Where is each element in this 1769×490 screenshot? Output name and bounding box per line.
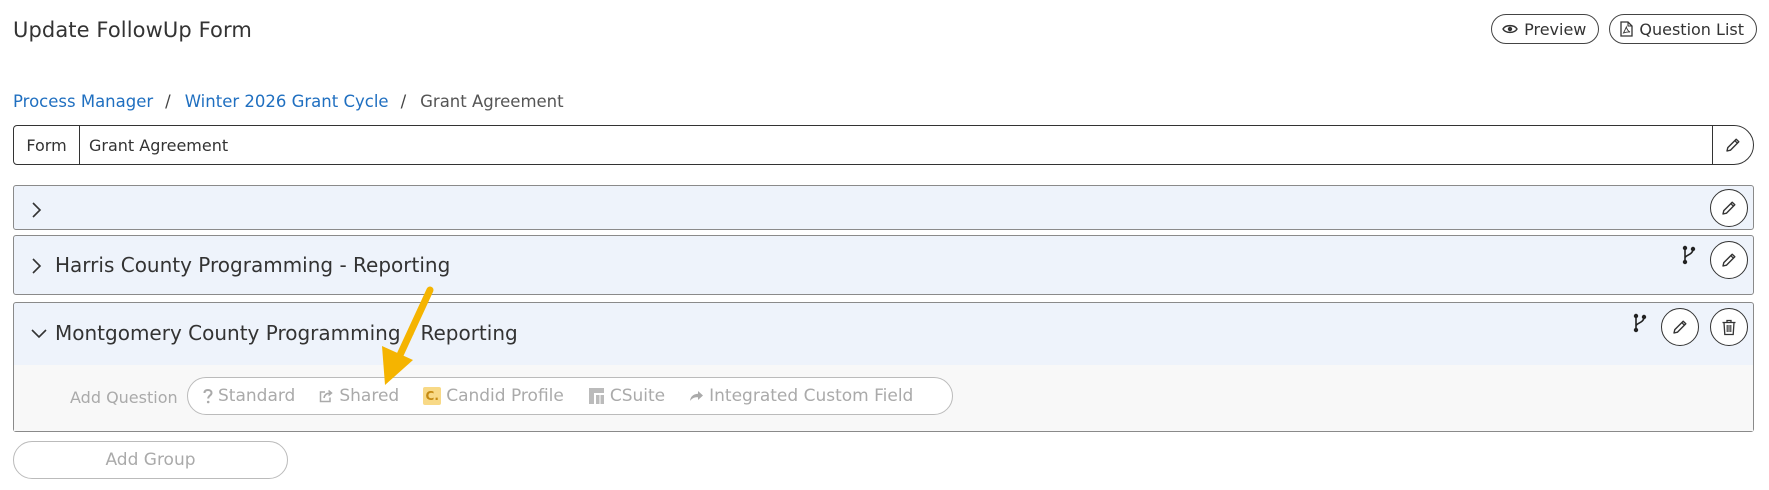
header-actions: Preview Question List xyxy=(1491,14,1757,44)
eye-icon xyxy=(1502,24,1518,34)
pencil-icon xyxy=(1722,201,1736,215)
chevron-down-icon[interactable] xyxy=(30,327,48,339)
add-question-label: Add Question xyxy=(70,388,178,407)
csuite-logo-icon xyxy=(588,388,604,404)
breadcrumb-current: Grant Agreement xyxy=(420,92,564,111)
branch-logic-icon[interactable] xyxy=(1682,245,1696,265)
group-header: Harris County Programming - Reporting xyxy=(14,236,1753,294)
chevron-right-icon[interactable] xyxy=(30,257,42,275)
question-mark-icon xyxy=(203,388,213,403)
add-candid-profile-label: Candid Profile xyxy=(446,386,564,406)
add-shared-question-button[interactable]: Shared xyxy=(319,386,399,406)
add-integrated-custom-field-button[interactable]: Integrated Custom Field xyxy=(689,386,913,406)
add-csuite-button[interactable]: CSuite xyxy=(588,386,665,406)
group-delete-button[interactable] xyxy=(1710,308,1748,346)
form-name-bar: Form Grant Agreement xyxy=(13,125,1754,165)
form-edit-button[interactable] xyxy=(1712,126,1753,164)
preview-button-label: Preview xyxy=(1524,19,1587,39)
group-edit-button[interactable] xyxy=(1661,308,1699,346)
add-csuite-label: CSuite xyxy=(609,386,666,406)
question-list-button-label: Question List xyxy=(1639,19,1744,39)
add-standard-question-button[interactable]: Standard xyxy=(203,386,295,406)
add-standard-question-label: Standard xyxy=(218,386,296,406)
group-edit-button[interactable] xyxy=(1710,241,1748,279)
group-header: Montgomery County Programming - Reportin… xyxy=(14,303,1753,367)
question-group-harris: Harris County Programming - Reporting xyxy=(13,235,1754,295)
breadcrumb-separator: / xyxy=(400,92,407,111)
pencil-icon xyxy=(1726,138,1740,152)
question-group-montgomery: Montgomery County Programming - Reportin… xyxy=(13,302,1754,432)
pdf-file-icon xyxy=(1620,21,1634,37)
breadcrumb-process-manager[interactable]: Process Manager xyxy=(13,92,154,111)
group-title: Montgomery County Programming - Reportin… xyxy=(55,321,518,345)
pencil-icon xyxy=(1722,253,1736,267)
add-question-area: Add Question Standard Shared C. Candid P… xyxy=(14,365,1753,431)
chevron-right-icon[interactable] xyxy=(30,201,42,219)
share-icon xyxy=(320,389,334,403)
page-title: Update FollowUp Form xyxy=(13,18,252,42)
breadcrumb-separator: / xyxy=(165,92,171,111)
group-edit-button[interactable] xyxy=(1710,189,1748,227)
add-shared-question-label: Shared xyxy=(339,386,400,406)
question-group-untitled xyxy=(13,185,1754,230)
add-question-options: Standard Shared C. Candid Profile C xyxy=(187,377,953,415)
add-group-button[interactable]: Add Group xyxy=(13,441,288,479)
forward-arrow-icon xyxy=(690,391,704,401)
breadcrumb-grant-cycle[interactable]: Winter 2026 Grant Cycle xyxy=(184,92,389,111)
preview-button[interactable]: Preview xyxy=(1491,14,1600,44)
add-integrated-custom-field-label: Integrated Custom Field xyxy=(709,386,914,406)
trash-icon xyxy=(1722,319,1736,335)
candid-logo-icon: C. xyxy=(423,387,442,405)
branch-logic-icon[interactable] xyxy=(1633,313,1647,333)
breadcrumb: Process Manager / Winter 2026 Grant Cycl… xyxy=(13,92,564,111)
group-header xyxy=(14,186,1753,229)
pencil-icon xyxy=(1673,320,1687,334)
form-label: Form xyxy=(14,126,80,164)
form-name-value: Grant Agreement xyxy=(89,135,229,155)
question-list-button[interactable]: Question List xyxy=(1609,14,1757,44)
add-candid-profile-button[interactable]: C. Candid Profile xyxy=(423,386,564,406)
group-title: Harris County Programming - Reporting xyxy=(55,253,451,277)
